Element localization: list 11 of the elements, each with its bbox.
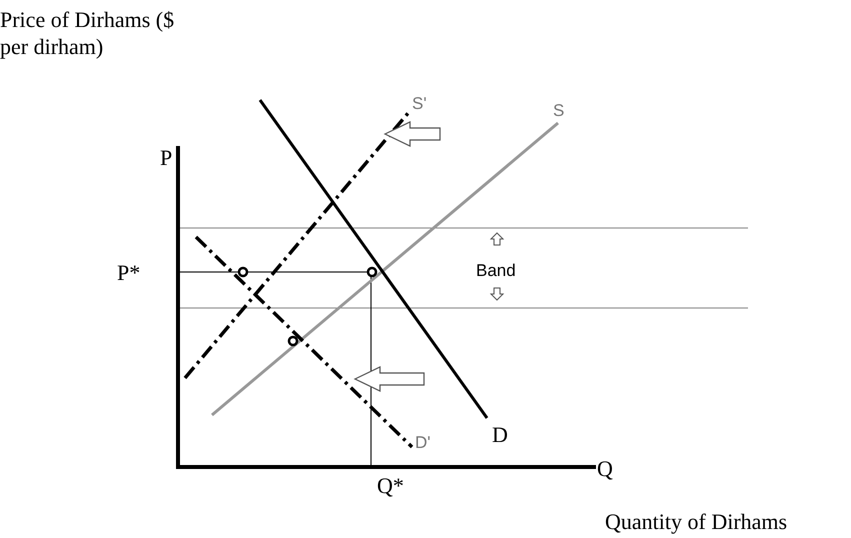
quantity-label: Q*	[377, 472, 404, 499]
band-label: Band	[476, 260, 516, 282]
curve-label: S	[553, 100, 564, 122]
curve-label: S'	[412, 93, 427, 115]
axis-title: Price of Dirhams ($ per dirham)	[0, 6, 176, 60]
curve-label: D	[492, 421, 508, 448]
price-label: P*	[117, 259, 140, 286]
axis-label: P	[160, 144, 172, 171]
axis-label: Q	[597, 455, 613, 482]
axis-title: Quantity of Dirhams	[605, 508, 788, 535]
curve-label: D'	[415, 432, 431, 454]
